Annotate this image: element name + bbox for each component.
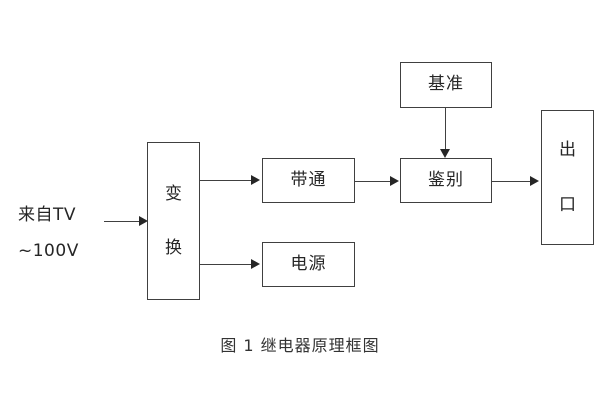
connector-converter-to-power-line [200, 264, 252, 265]
connector-reference-to-discriminator-arrowhead [440, 149, 450, 158]
block-reference-label: 基准 [428, 74, 464, 95]
connector-converter-to-power-arrowhead [251, 259, 260, 269]
block-converter[interactable]: 变 换 [147, 142, 200, 300]
input-source-label-line2: ~100V [18, 241, 79, 261]
input-source-label-line1: 来自TV [18, 205, 77, 225]
connector-converter-to-bandpass-arrowhead [251, 175, 260, 185]
block-reference[interactable]: 基准 [400, 62, 492, 108]
connector-discriminator-to-output-arrowhead [530, 176, 539, 186]
block-discriminator[interactable]: 鉴别 [400, 158, 492, 203]
block-power-supply[interactable]: 电源 [262, 242, 355, 287]
connector-input-to-converter-line [104, 221, 144, 222]
block-converter-label: 变 换 [165, 183, 182, 258]
connector-converter-to-bandpass-line [200, 180, 252, 181]
figure-caption: 图 1 继电器原理框图 [220, 336, 380, 355]
connector-discriminator-to-output-line [492, 181, 534, 182]
block-bandpass-label: 带通 [290, 169, 327, 190]
block-output-label: 出 口 [559, 140, 576, 215]
connector-bandpass-to-discriminator-line [355, 181, 391, 182]
connector-bandpass-to-discriminator-arrowhead [390, 176, 399, 186]
connector-reference-to-discriminator-line [445, 108, 446, 150]
block-power-supply-label: 电源 [290, 253, 327, 274]
block-discriminator-label: 鉴别 [428, 169, 464, 190]
connector-input-to-converter-arrowhead [139, 216, 148, 226]
block-output[interactable]: 出 口 [541, 110, 594, 245]
block-bandpass[interactable]: 带通 [262, 158, 355, 203]
